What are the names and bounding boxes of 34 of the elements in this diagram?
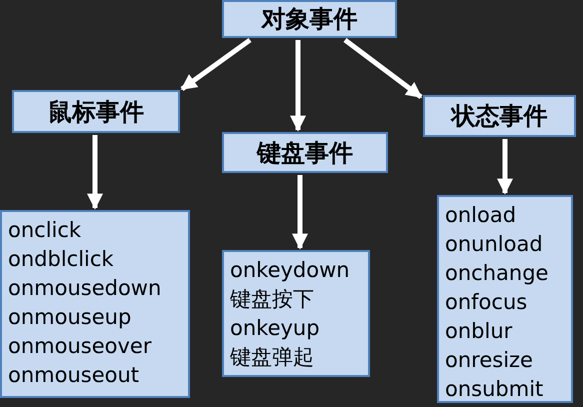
- category-title: 对象事件: [262, 4, 358, 35]
- arrow: [292, 175, 308, 250]
- event-name: onmouseup: [8, 304, 132, 331]
- event-name: onblur: [445, 318, 514, 345]
- category-title: 键盘事件: [257, 138, 353, 168]
- arrow: [344, 38, 422, 99]
- category-title: 鼠标事件: [48, 96, 144, 128]
- category-box: [222, 0, 397, 38]
- event-name: onmousedown: [8, 275, 162, 302]
- event-name: onclick: [8, 217, 82, 244]
- arrow: [290, 40, 306, 132]
- category-box: [222, 132, 388, 173]
- event-list-box: [437, 195, 573, 403]
- category-box: [423, 95, 576, 137]
- arrow: [497, 139, 513, 195]
- event-name: 键盘按下: [230, 286, 315, 313]
- event-name: onresize: [445, 347, 534, 374]
- event-name: onsubmit: [445, 376, 544, 403]
- event-name: onmouseover: [8, 333, 152, 360]
- event-name: 键盘弹起: [230, 344, 315, 371]
- event-name: onfocus: [445, 289, 528, 316]
- event-name: onkeydown: [230, 257, 351, 284]
- category-box: [12, 90, 180, 133]
- event-name: ondblclick: [8, 246, 115, 273]
- event-name: onchange: [445, 260, 550, 287]
- event-name: onunload: [445, 231, 544, 258]
- category-title: 状态事件: [452, 101, 548, 132]
- event-name: onmouseout: [8, 362, 140, 389]
- event-name: onload: [445, 202, 518, 229]
- event-list-box: [0, 210, 190, 398]
- event-name: onkeyup: [230, 315, 321, 342]
- arrow: [180, 38, 252, 92]
- arrow: [87, 135, 103, 210]
- event-list-box: [222, 250, 370, 377]
